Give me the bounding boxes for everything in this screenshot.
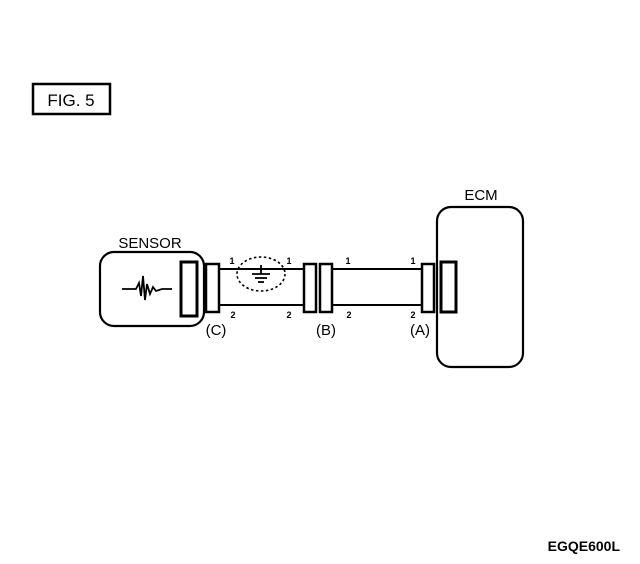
connector-a-label: (A) bbox=[410, 322, 430, 339]
harness-b-a: 1 1 2 2 bbox=[332, 256, 422, 320]
ecm: ECM bbox=[435, 187, 525, 369]
pin-b-right-2: 2 bbox=[346, 310, 351, 320]
figure-label-text: FIG. 5 bbox=[47, 91, 94, 110]
connector-c-half bbox=[204, 262, 221, 314]
signal-waveform-icon bbox=[122, 275, 172, 301]
pin-b-left-1: 1 bbox=[286, 256, 291, 266]
pin-b-right-1: 1 bbox=[345, 256, 350, 266]
ecm-body bbox=[435, 205, 525, 369]
connector-a: (A) bbox=[410, 262, 436, 339]
connector-c: (C) bbox=[204, 262, 227, 339]
connector-a-half bbox=[420, 262, 436, 314]
figure-label-box bbox=[31, 82, 112, 116]
connector-b-right-half bbox=[318, 262, 334, 314]
connector-b: (B) bbox=[302, 262, 336, 339]
shield-dotted-circle bbox=[236, 256, 286, 292]
sensor-label: SENSOR bbox=[118, 235, 182, 252]
ground-icon bbox=[252, 265, 270, 283]
pin-c-1: 1 bbox=[229, 256, 234, 266]
harness-c-b: 1 1 2 2 bbox=[219, 256, 304, 320]
connector-b-label: (B) bbox=[316, 322, 336, 339]
pin-c-2: 2 bbox=[230, 310, 235, 320]
pin-a-2: 2 bbox=[410, 310, 415, 320]
sensor-body bbox=[98, 250, 206, 328]
sensor: SENSOR bbox=[98, 235, 206, 328]
pin-b-left-2: 2 bbox=[286, 310, 291, 320]
connector-b-left-half bbox=[302, 262, 318, 314]
connector-c-label: (C) bbox=[206, 322, 227, 339]
document-code: EGQE600L bbox=[548, 538, 621, 554]
pin-a-1: 1 bbox=[410, 256, 415, 266]
sensor-connector-plug bbox=[179, 260, 199, 318]
ecm-connector-plug bbox=[439, 260, 458, 314]
figure-label: FIG. 5 bbox=[31, 82, 112, 116]
ecm-label: ECM bbox=[464, 187, 497, 204]
